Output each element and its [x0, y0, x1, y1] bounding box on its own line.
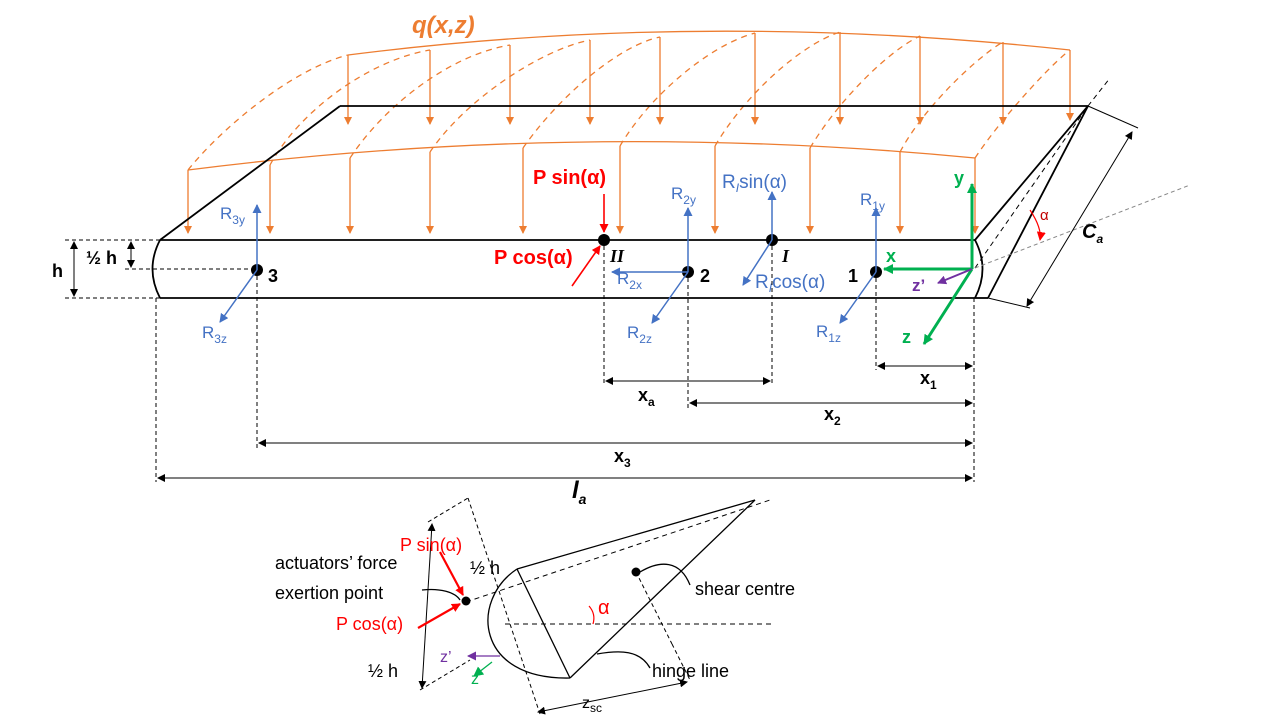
section-half-h-bottom: ½ h: [368, 661, 398, 681]
r3z-arrow: [219, 269, 258, 323]
x-axis-label: x: [886, 246, 896, 266]
h-label: h: [52, 261, 63, 281]
section-alpha-label: α: [598, 597, 610, 619]
shear-centre-label: shear centre: [695, 579, 795, 599]
zsc-dim: [537, 679, 688, 715]
r2y-label: R2y: [671, 184, 696, 207]
section-z-label: z: [471, 671, 479, 688]
body-left-slant: [159, 105, 341, 241]
actuator-point-ii: [598, 234, 610, 246]
y-axis-label: y: [954, 168, 964, 188]
section-lower-skin: [569, 499, 756, 679]
body-right-slant-top: [974, 105, 1089, 241]
height-dimension: [65, 239, 257, 299]
chord-dimension: [987, 105, 1139, 309]
zprime-axis-arrow: [937, 268, 973, 285]
load-dash-6: [619, 32, 756, 147]
zsc-label: zsc: [582, 695, 602, 715]
load-dash-2: [269, 49, 431, 166]
actuator-leader: [421, 588, 461, 601]
load-dash-9: [899, 41, 1004, 153]
r1z-label: R1z: [816, 322, 841, 345]
ri-cos-arrow: [742, 239, 773, 286]
axes: [883, 183, 977, 345]
point-1-label: 1: [848, 266, 858, 286]
section-alpha-arc: [588, 605, 595, 625]
r2x-label: R2x: [617, 269, 642, 292]
distributed-load: [187, 30, 1071, 171]
half-h-label: ½ h: [86, 248, 117, 268]
point-3-label: 3: [268, 266, 278, 286]
x1-label: x1: [920, 368, 937, 392]
body-left-nose: [151, 239, 161, 299]
load-curve-front: [187, 140, 976, 171]
load-dash-4: [429, 39, 591, 153]
shear-centre-point: [631, 567, 641, 577]
r3z-label: R3z: [202, 323, 227, 346]
x3-label: x3: [614, 446, 631, 470]
actuator-label-line1: actuators’ force: [275, 553, 397, 573]
x2-label: x2: [824, 404, 841, 428]
section-axes: [467, 651, 500, 677]
section-zprime-label: z’: [440, 649, 452, 666]
zprime-axis-label: z’: [912, 276, 925, 295]
r1y-label: R1y: [860, 190, 885, 213]
cross-section: [418, 497, 775, 715]
body-trailing-edge: [987, 105, 1089, 299]
body-right-nose: [974, 239, 984, 299]
load-dash-5: [522, 36, 661, 149]
z-axis-label: z: [902, 327, 911, 347]
xa-label: xa: [638, 385, 655, 409]
load-dash-8: [809, 35, 921, 149]
section-p-cos-label: P cos(α): [336, 614, 403, 634]
load-label: q(x,z): [412, 12, 475, 39]
section-actuator-arrows: [417, 551, 464, 629]
hinge-line-label: hinge line: [652, 661, 729, 681]
r2z-label: R2z: [627, 323, 652, 346]
hinge-leader: [596, 651, 651, 669]
ca-label: Ca: [1082, 221, 1103, 246]
actuator-label-line2: exertion point: [275, 583, 383, 603]
ri-cos-label: RIcos(α): [755, 272, 825, 295]
section-z-arrow: [473, 661, 493, 677]
p-cos-arrow: [571, 245, 601, 287]
span-dimensions: [155, 246, 975, 482]
r1z-arrow: [839, 271, 877, 324]
section-half-h-top: ½ h: [470, 558, 500, 578]
alpha-label: α: [1040, 207, 1049, 224]
la-label: la: [572, 477, 587, 507]
load-curve-back: [347, 30, 1071, 56]
point-i-label: I: [781, 246, 790, 266]
load-dash-7: [714, 31, 841, 147]
r3y-label: R3y: [220, 204, 245, 227]
r2z-arrow: [651, 271, 689, 324]
p-sin-label: P sin(α): [533, 167, 606, 189]
shear-centre-leader: [639, 563, 691, 586]
section-leading-edge: [487, 568, 571, 679]
section-upper-skin: [516, 499, 756, 570]
actuator-exertion-point: [461, 596, 471, 606]
point-2-label: 2: [700, 266, 710, 286]
load-dash-3: [349, 44, 511, 159]
section-p-sin-arrow: [439, 551, 464, 596]
load-dash-1: [187, 54, 349, 171]
ri-sin-label: RIsin(α): [722, 172, 787, 195]
reaction-arrows: [219, 191, 881, 324]
point-ii-label: II: [609, 246, 625, 266]
load-dash-10: [974, 49, 1071, 159]
p-cos-label: P cos(α): [494, 247, 573, 269]
section-p-cos-arrow: [417, 603, 461, 629]
actuator-arrows: [571, 194, 609, 287]
section-p-sin-label: P sin(α): [400, 535, 462, 555]
z-axis-arrow: [922, 268, 974, 345]
load-arrows: [184, 32, 1074, 234]
